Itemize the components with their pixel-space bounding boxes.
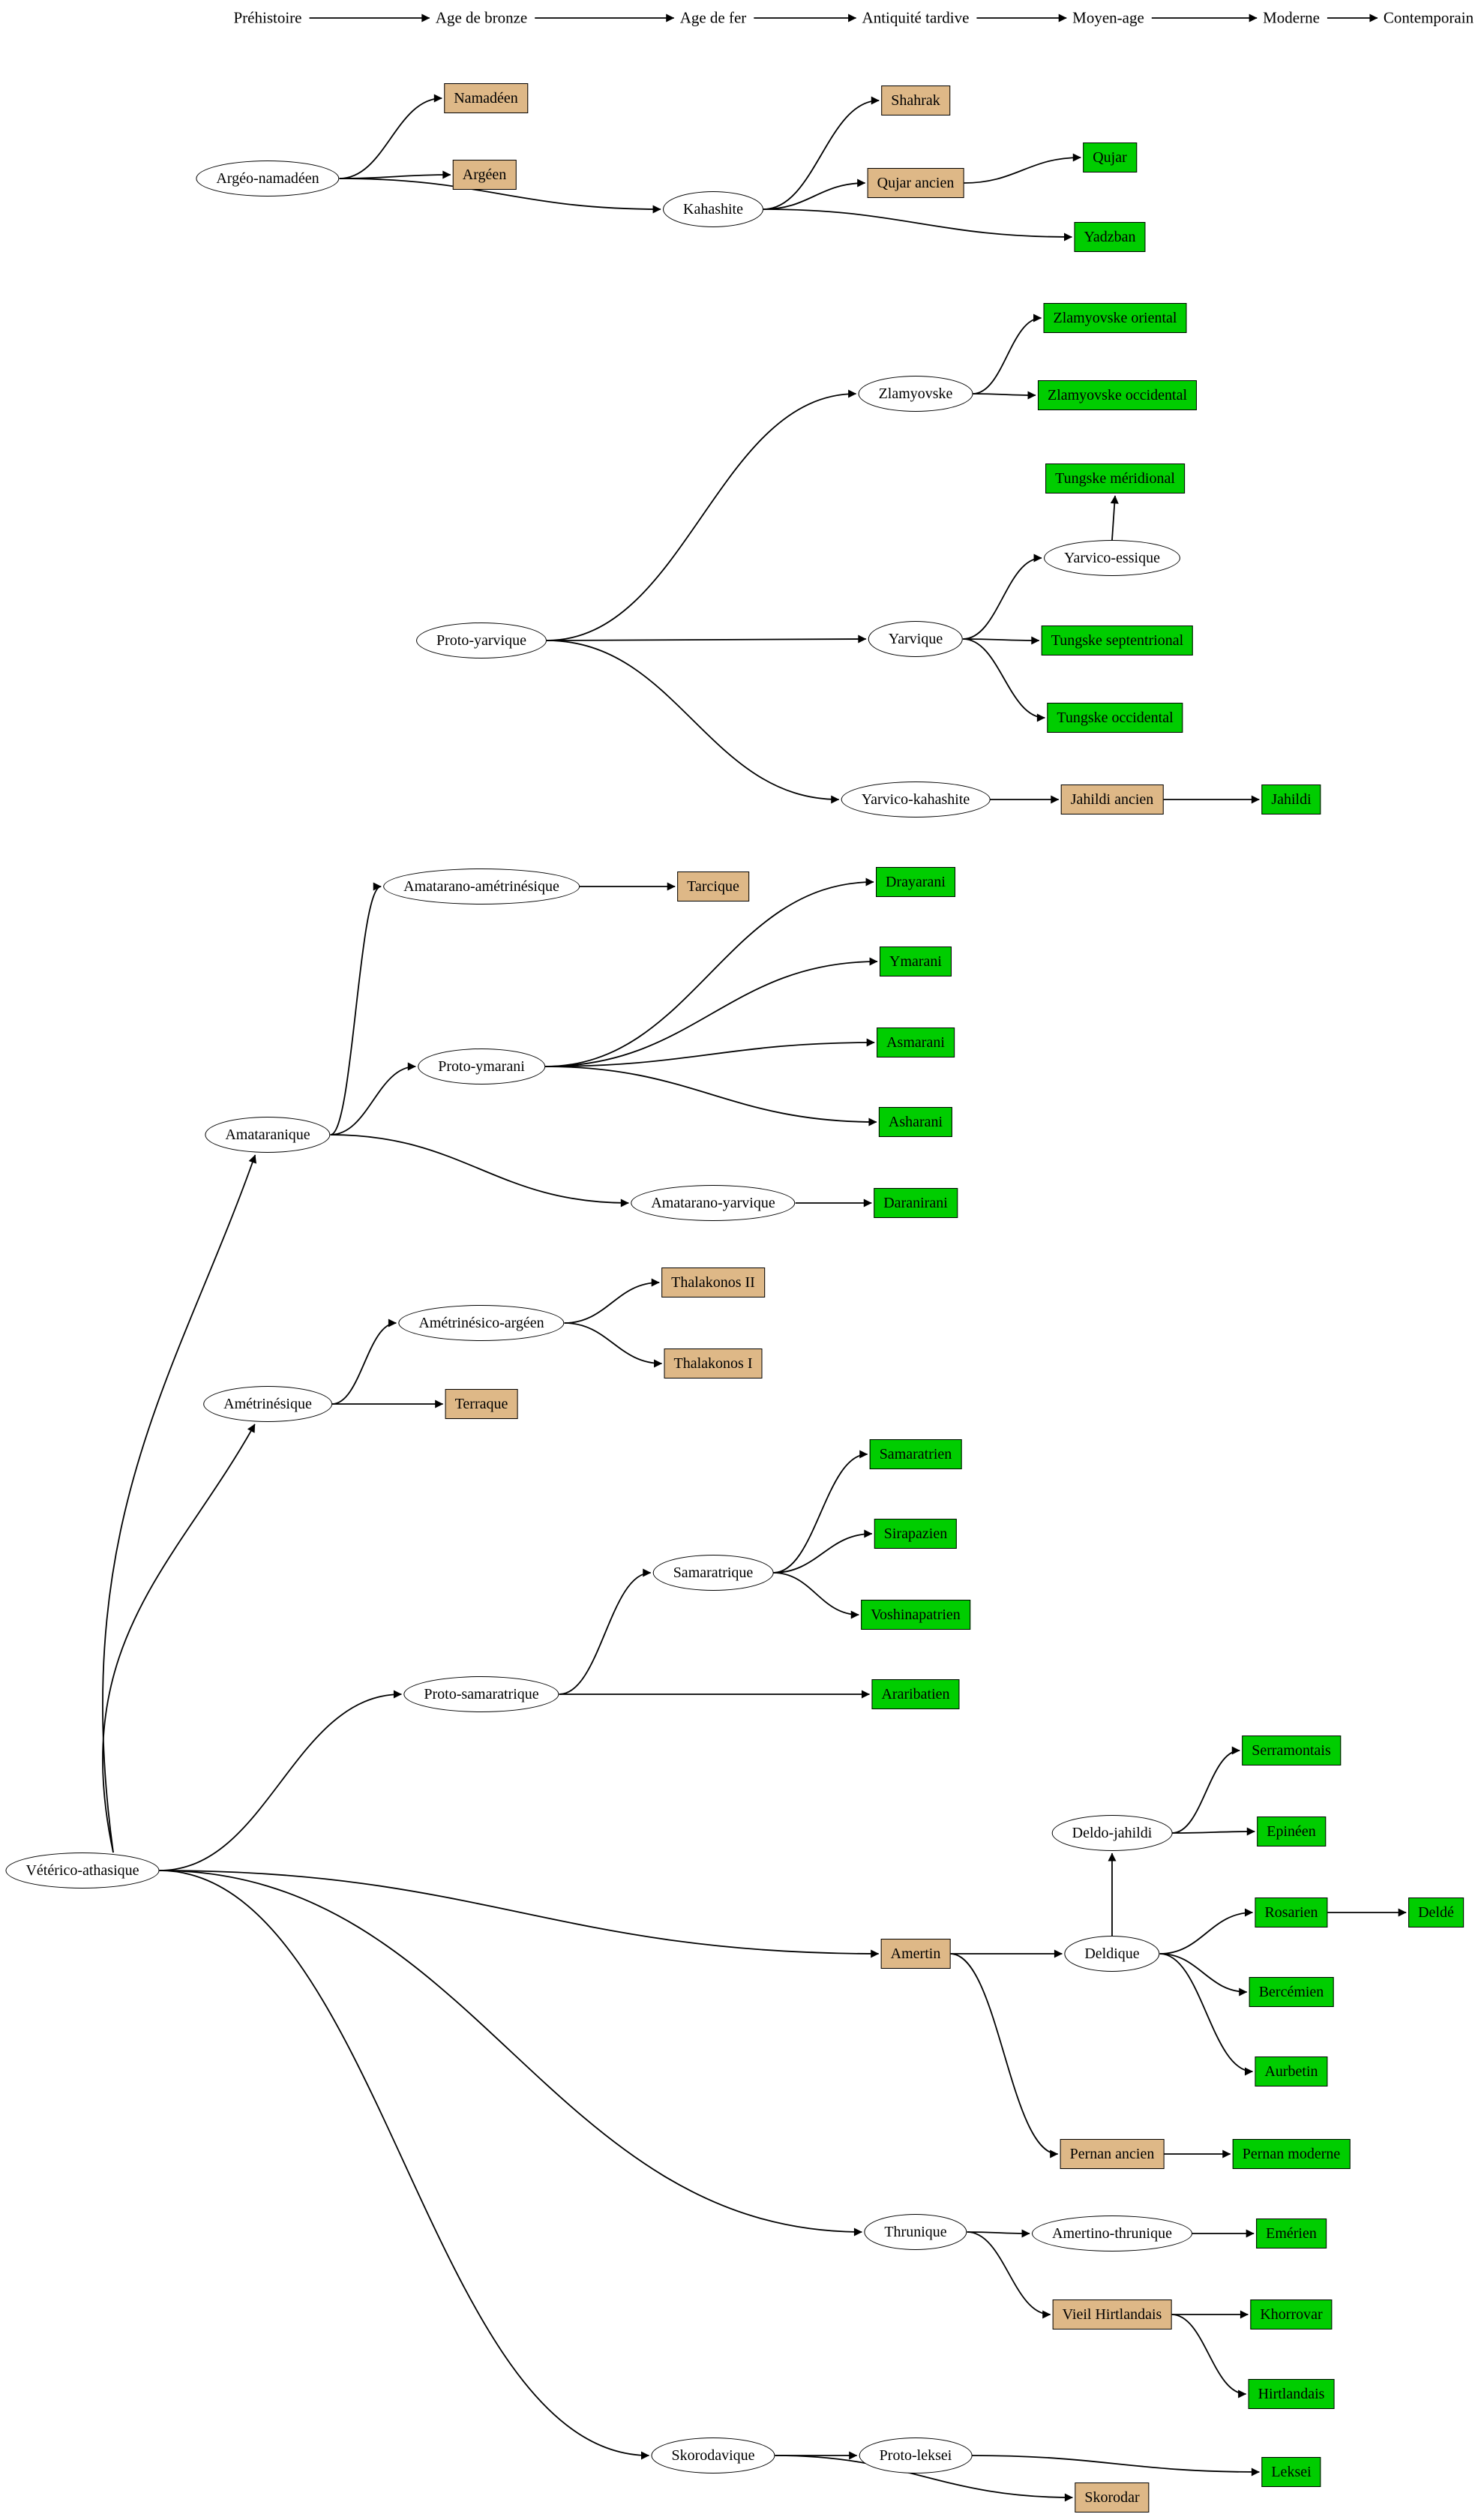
family-node-yarvique: Yarvique [868, 621, 964, 657]
language-node-serramontais: Serramontais [1242, 1736, 1341, 1766]
family-node-deldo-jahildi: Deldo-jahildi [1051, 1815, 1173, 1851]
timeline-era-label: Age de bronze [435, 8, 528, 27]
language-node-pernan-ancien: Pernan ancien [1060, 2139, 1165, 2169]
family-node-argeo-namadeen: Argéo-namadéen [196, 160, 340, 196]
language-node-aurbetin: Aurbetin [1255, 2056, 1328, 2086]
family-node-proto-leksei: Proto-leksei [859, 2438, 973, 2474]
language-node-yadzban: Yadzban [1074, 222, 1146, 252]
language-node-epineen: Epinéen [1257, 1816, 1326, 1846]
family-node-proto-samaratrique: Proto-samaratrique [403, 1676, 559, 1712]
language-node-tarcique: Tarcique [677, 872, 749, 902]
language-node-shahrak: Shahrak [881, 86, 950, 116]
language-node-zlamyovske-oriental: Zlamyovske oriental [1043, 303, 1187, 333]
language-node-zlamyovske-occidental: Zlamyovske occidental [1037, 380, 1198, 410]
language-node-asharani: Asharani [878, 1107, 953, 1137]
language-node-argeen: Argéen [452, 160, 517, 190]
language-node-tungske-occidental: Tungske occidental [1047, 703, 1183, 733]
family-node-kahashite: Kahashite [663, 191, 763, 227]
language-node-qujar-ancien: Qujar ancien [867, 168, 964, 198]
timeline-era-label: Moyen-age [1072, 8, 1144, 27]
family-node-proto-yarvique: Proto-yarvique [416, 622, 547, 658]
family-node-amatarano-yarvique: Amatarano-yarvique [631, 1185, 796, 1221]
language-node-drayarani: Drayarani [876, 867, 955, 897]
timeline-era-label: Moderne [1263, 8, 1320, 27]
language-node-vieil-hirtlandais: Vieil Hirtlandais [1052, 2300, 1172, 2330]
timeline-era-label: Age de fer [679, 8, 747, 27]
language-node-terraque: Terraque [445, 1389, 518, 1419]
family-node-zlamyovske: Zlamyovske [858, 376, 973, 412]
language-node-skorodar: Skorodar [1075, 2482, 1150, 2512]
family-node-proto-ymarani: Proto-ymarani [418, 1048, 545, 1084]
language-node-namadeen: Namadéen [444, 83, 528, 113]
language-node-qujar: Qujar [1083, 142, 1137, 172]
language-node-samaratrien: Samaratrien [869, 1439, 962, 1469]
timeline-era-label: Contemporain [1383, 8, 1474, 27]
language-node-tungske-septentrional: Tungske septentrional [1041, 626, 1194, 656]
family-node-amatarano-ametrinesique: Amatarano-amétrinésique [383, 868, 580, 904]
family-node-veterico-athasique: Vétérico-athasique [5, 1852, 160, 1888]
language-node-araribatien: Araribatien [871, 1679, 960, 1709]
family-node-thrunique: Thrunique [864, 2214, 967, 2250]
language-node-amertin: Amertin [880, 1939, 951, 1969]
language-node-bercemien: Bercémien [1249, 1977, 1334, 2007]
language-node-sirapazien: Sirapazien [874, 1519, 958, 1549]
language-node-asmarani: Asmarani [877, 1028, 955, 1058]
language-node-leksei: Leksei [1261, 2457, 1321, 2487]
language-node-hirtlandais: Hirtlandais [1248, 2379, 1335, 2409]
language-node-ymarani: Ymarani [880, 946, 952, 976]
language-node-delde: Deldé [1408, 1898, 1464, 1928]
language-node-jahildi-ancien: Jahildi ancien [1060, 784, 1164, 814]
family-node-yarvico-kahashite: Yarvico-kahashite [841, 782, 991, 818]
language-node-thalakonos-2: Thalakonos II [661, 1268, 765, 1298]
family-node-samaratrique: Samaratrique [652, 1555, 774, 1591]
language-node-emerien: Emérien [1256, 2218, 1327, 2248]
family-node-amataranique: Amataranique [205, 1117, 331, 1153]
language-node-pernan-moderne: Pernan moderne [1232, 2139, 1351, 2169]
timeline-era-label: Préhistoire [233, 8, 302, 27]
language-node-voshinapatrien: Voshinapatrien [861, 1600, 970, 1630]
timeline-era-label: Antiquité tardive [862, 8, 970, 27]
language-node-jahildi: Jahildi [1261, 784, 1321, 814]
family-node-deldique: Deldique [1064, 1936, 1160, 1972]
language-node-tungske-meridional: Tungske méridional [1045, 464, 1185, 494]
family-node-ametrinesique: Amétrinésique [203, 1386, 332, 1422]
language-node-khorrovar: Khorrovar [1250, 2300, 1333, 2330]
family-node-skorodavique: Skorodavique [651, 2438, 775, 2474]
language-node-daranirani: Daranirani [874, 1188, 958, 1218]
family-node-amertino-thrunique: Amertino-thrunique [1032, 2216, 1192, 2252]
language-node-rosarien: Rosarien [1255, 1898, 1328, 1928]
language-node-thalakonos-1: Thalakonos I [664, 1348, 763, 1378]
family-node-ametrinesico-argeen: Amétrinésico-argéen [398, 1305, 565, 1341]
family-node-yarvico-essique: Yarvico-essique [1044, 540, 1180, 576]
